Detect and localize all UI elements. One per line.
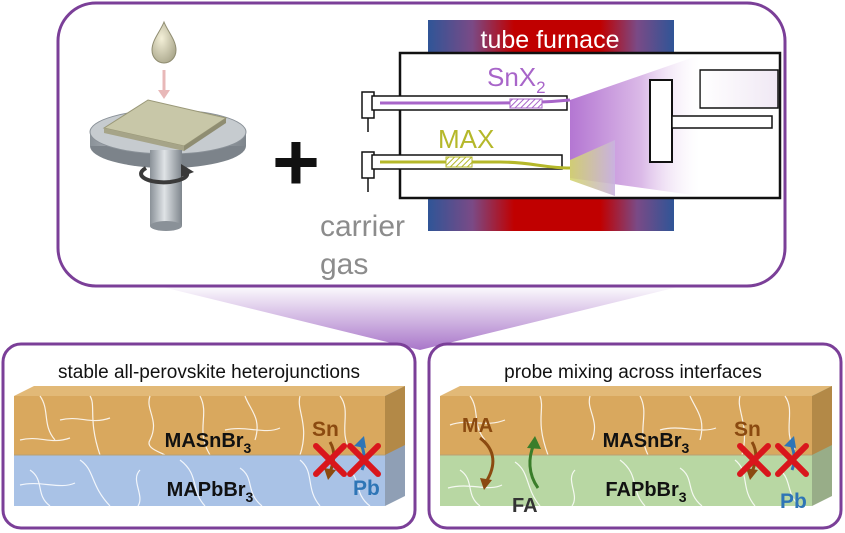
- max-vapor: [570, 140, 615, 196]
- max-label: MAX: [438, 124, 494, 154]
- panel-right-top-layer-label: MASnBr3: [603, 430, 690, 456]
- panel-right: probe mixing across interfaces MASnBr3 F…: [427, 342, 843, 530]
- panel-right-cross-icon-2: [775, 443, 809, 477]
- panel-left: stable all-perovskite heterojunctions MA…: [1, 342, 417, 530]
- layer-masnbr3: [14, 396, 385, 455]
- panel-right-bottom-layer-label: FAPbBr3: [605, 479, 686, 505]
- panel-left-sn-label: Sn: [312, 418, 339, 441]
- rotation-arrow-icon: [139, 166, 190, 185]
- furnace-heater-bottom: [428, 198, 674, 231]
- max-source: [445, 156, 473, 168]
- panel-right-ma-arrow-icon: [479, 436, 495, 483]
- panel-right-fa-label: FA: [512, 495, 538, 517]
- spin-coater: [89, 20, 247, 231]
- panel-right-sn-label: Sn: [734, 418, 761, 441]
- carrier-gas-label-line1: carrier: [320, 210, 405, 243]
- panel-right-title: probe mixing across interfaces: [504, 362, 762, 383]
- panel-left-pb-label: Pb: [353, 477, 380, 500]
- panel-left-cross-icon-2: [347, 443, 381, 477]
- tube-furnace: tube furnace SnX2 MAX: [361, 20, 782, 231]
- panel-right-ma-label: MA: [462, 415, 493, 437]
- panel-left-bottom-layer-label: MAPbBr3: [167, 479, 254, 505]
- layer-masnbr3-right: [440, 396, 812, 455]
- carrier-gas-label-line2: gas: [320, 248, 368, 281]
- panel-right-cross-icon-1: [737, 443, 771, 477]
- connector-funnel: [150, 284, 690, 350]
- panel-left-top-layer-label: MASnBr3: [165, 430, 252, 456]
- droplet-icon: [151, 20, 177, 64]
- furnace-heater-top: [428, 20, 674, 53]
- substrate-holder: [649, 79, 673, 163]
- panel-right-pb-label: Pb: [780, 490, 807, 513]
- furnace-label: tube furnace: [481, 26, 620, 54]
- panel-left-title: stable all-perovskite heterojunctions: [58, 362, 360, 383]
- snx2-label: SnX2: [487, 62, 546, 97]
- panel-left-cross-icon-1: [313, 443, 347, 477]
- plus-sign: +: [272, 117, 320, 208]
- snx2-source: [509, 98, 543, 109]
